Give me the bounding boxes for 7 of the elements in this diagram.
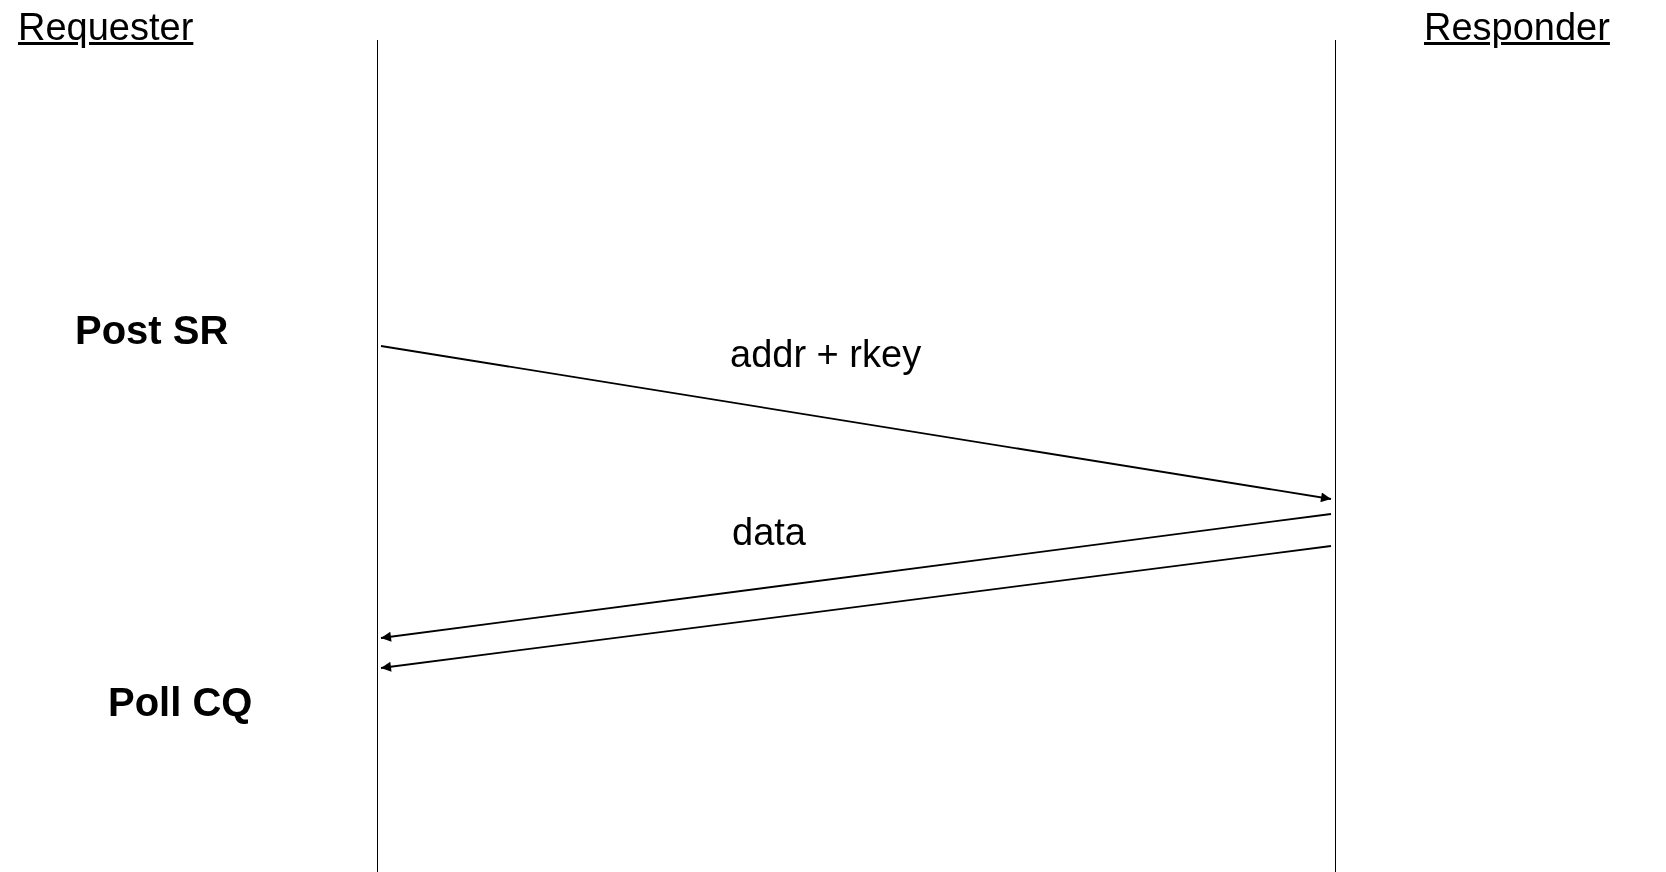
- message-arrow: [380, 513, 1332, 642]
- message-arrow: [380, 545, 1332, 672]
- step-label: Post SR: [75, 308, 229, 353]
- participant-heading: Requester: [18, 6, 194, 49]
- message-arrow: [380, 345, 1332, 503]
- participant-heading: Responder: [1424, 6, 1610, 49]
- step-label: Poll CQ: [108, 680, 253, 725]
